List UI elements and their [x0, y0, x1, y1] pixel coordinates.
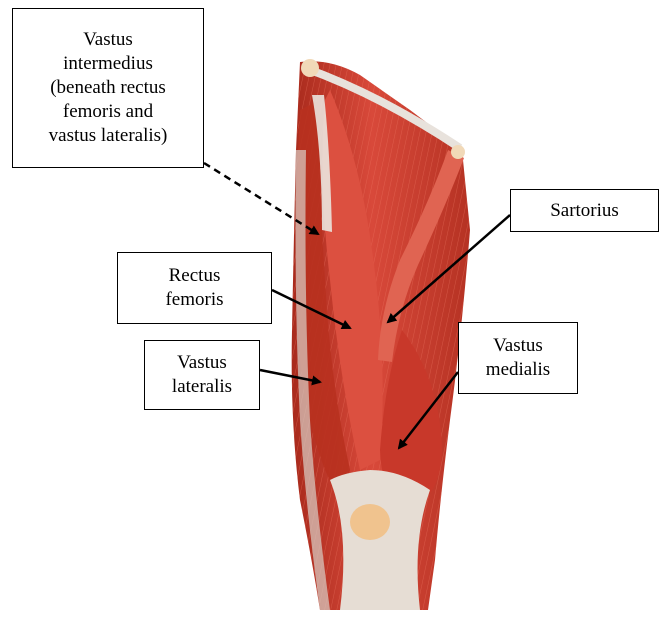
vastus-medialis-label: Vastus medialis	[486, 334, 550, 382]
rectus-femoris-pointer	[272, 290, 350, 328]
vastus-lateralis-pointer	[260, 370, 320, 382]
vastus-lateralis-label-box: Vastus lateralis	[144, 340, 260, 410]
sartorius-label-box: Sartorius	[510, 189, 659, 232]
vastus-intermedius-label-box: Vastus intermedius (beneath rectus femor…	[12, 8, 204, 168]
vastus-intermedius-pointer	[204, 163, 318, 234]
sartorius-label: Sartorius	[550, 199, 619, 223]
vastus-lateralis-label: Vastus lateralis	[172, 351, 232, 399]
vastus-intermedius-label: Vastus intermedius (beneath rectus femor…	[49, 28, 168, 148]
vastus-medialis-label-box: Vastus medialis	[458, 322, 578, 394]
rectus-femoris-label-box: Rectus femoris	[117, 252, 272, 324]
vastus-medialis-pointer	[399, 372, 458, 448]
rectus-femoris-label: Rectus femoris	[165, 264, 223, 312]
sartorius-pointer	[388, 215, 510, 322]
